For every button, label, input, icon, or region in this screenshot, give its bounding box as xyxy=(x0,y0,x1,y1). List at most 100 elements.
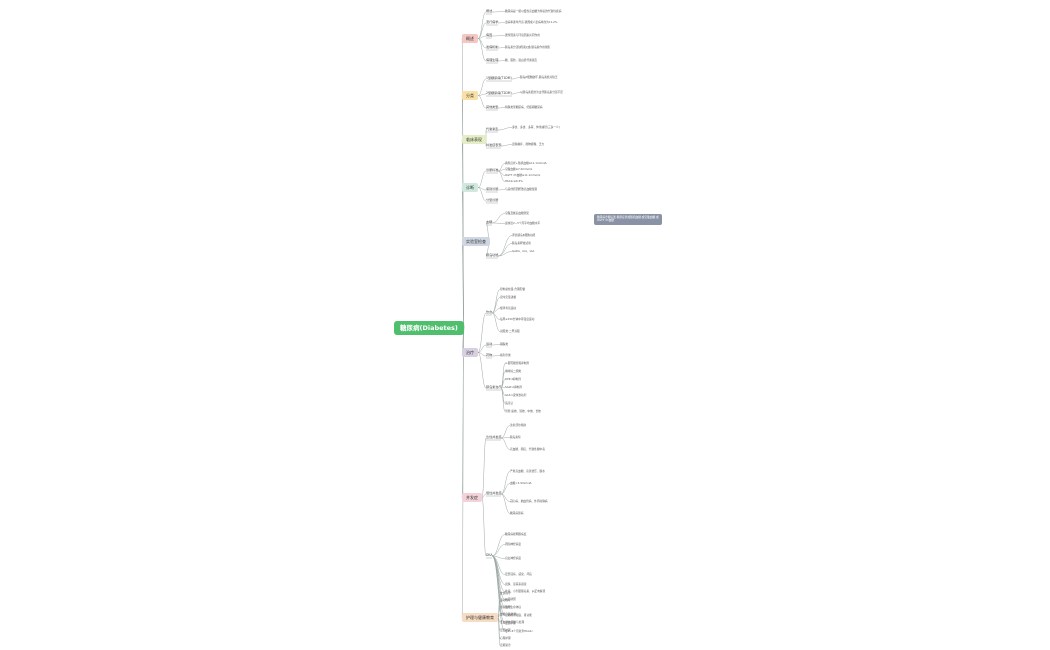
branch-b3[interactable]: 临床表现 xyxy=(462,135,486,144)
leaf-item[interactable]: 控制总热量,合理配餐 xyxy=(500,287,526,291)
leaf-item[interactable]: 双胍类:二甲双胍 xyxy=(500,329,520,333)
leaf-item[interactable]: HbA1c≥6.5% xyxy=(505,179,523,183)
leaf-item[interactable]: 多饮、多食、多尿、体重减轻(三多一少) xyxy=(512,125,560,129)
leaf-item[interactable]: 高血糖、酮症、代谢性酸中毒 xyxy=(510,447,545,451)
leaf-item[interactable]: 监测生命体征 xyxy=(505,605,522,609)
leaf-item[interactable]: 纠正诱因 xyxy=(505,597,516,601)
branch-b5[interactable]: 实验室检查 xyxy=(462,237,490,246)
leaf-item[interactable]: 血糖自我监测 xyxy=(500,612,517,616)
leaf-item[interactable]: 皮肤瘙痒、视物模糊、乏力 xyxy=(512,142,545,146)
leaf-item[interactable]: 糖尿病肾病 xyxy=(510,511,524,515)
leaf-item[interactable]: 胰岛素分泌缺陷和(或)胰岛素作用缺陷 xyxy=(505,45,551,49)
leaf-item[interactable]: 规律有氧运动 xyxy=(500,306,517,310)
branch-b8[interactable]: 护理与健康教育 xyxy=(462,613,498,622)
leaf-item[interactable]: 空腹及餐后血糖测定 xyxy=(505,211,530,215)
topic-b2s3[interactable]: 其他类型 xyxy=(486,105,499,109)
leaf-item[interactable]: 注射部位轮换 xyxy=(510,423,527,427)
topic-b4s3[interactable]: 分型诊断 xyxy=(486,198,499,202)
leaf-item[interactable]: DPP-4抑制剂 xyxy=(505,377,521,381)
leaf-item[interactable]: 足部护理 xyxy=(500,628,511,632)
topic-b4s1[interactable]: 诊断标准 xyxy=(486,168,499,172)
leaf-item[interactable]: 定期检查眼底、肾功能 xyxy=(505,613,532,617)
link-leaf-3 xyxy=(497,47,506,49)
leaf-item[interactable]: 定时定量进餐 xyxy=(500,295,517,299)
leaf-item[interactable]: 空腹血糖≥7.0mmol/L xyxy=(505,167,533,171)
leaf-item[interactable]: 饮食指导 xyxy=(500,591,511,595)
leaf-item[interactable]: 皮肤、泌尿系感染 xyxy=(505,582,527,586)
leaf-item[interactable]: 典型症状+随机血糖≥11.1mmol/L xyxy=(505,161,548,165)
leaf-item[interactable]: 适应证 xyxy=(505,401,514,405)
leaf-item[interactable]: 剂型:速效、短效、中效、长效 xyxy=(505,409,541,413)
leaf-item[interactable]: 严重高血糖、高渗透压、脱水 xyxy=(510,469,545,473)
root-topic[interactable]: 糖尿病(Diabetes) xyxy=(394,321,464,336)
leaf-item[interactable]: 自主神经病变 xyxy=(505,556,522,560)
topic-b7s1[interactable]: 急性并发症 xyxy=(486,435,502,439)
topic-b5s1[interactable]: 血糖 xyxy=(486,220,493,224)
leaf-item[interactable]: 磺脲类 xyxy=(500,342,509,346)
leaf-item[interactable]: 冠心病、脑血管病、外周动脉病 xyxy=(510,499,548,503)
topic-b2s2[interactable]: 2型糖尿病(T2DM) xyxy=(486,91,512,95)
branch-b1[interactable]: 概述 xyxy=(462,34,478,43)
leaf-item[interactable]: 以胰岛素抵抗为主伴胰岛素分泌不足 xyxy=(520,90,563,94)
leaf-item[interactable]: 周围神经病变 xyxy=(505,542,522,546)
leaf-item[interactable]: 与其他原因所致高血糖鉴别 xyxy=(505,187,538,191)
leaf-item[interactable]: 特殊类型糖尿病、妊娠期糖尿病 xyxy=(505,105,543,109)
topic-b7s2[interactable]: 慢性并发症 xyxy=(486,491,502,495)
link-b1s2 xyxy=(477,22,487,39)
topic-b7s3[interactable]: DKA xyxy=(486,553,493,557)
leaf-item[interactable]: 糖尿病视网膜病变 xyxy=(505,532,527,536)
topic-b1s2[interactable]: 流行病学 xyxy=(486,20,499,24)
topic-b1s4[interactable]: 发病机制 xyxy=(486,45,499,49)
leaf-item[interactable]: 足部溃疡、感染、坏疽 xyxy=(505,572,532,576)
callout-note[interactable]: 糖尿病诊断标准:典型症状加随机血糖,或空腹血糖,或OGTT 2h血糖 xyxy=(594,214,662,225)
topic-b1s5[interactable]: 病理生理 xyxy=(486,58,499,62)
leaf-item[interactable]: GLP-1受体激动剂 xyxy=(505,393,527,397)
topic-b3s2[interactable]: 并发症表现 xyxy=(486,143,502,147)
leaf-item[interactable]: 低血糖的预防与处理 xyxy=(500,620,525,624)
leaf-item[interactable]: 反映近2~3个月平均血糖水平 xyxy=(505,221,541,225)
branch-b2[interactable]: 分类 xyxy=(462,91,478,100)
topic-b1s3[interactable]: 病因 xyxy=(486,33,493,37)
leaf-item[interactable]: 格列奈类 xyxy=(500,353,511,357)
branch-b4[interactable]: 诊断 xyxy=(462,183,478,192)
leaf-item[interactable]: 胰岛素释放试验 xyxy=(512,241,531,245)
leaf-item[interactable]: 定期复诊 xyxy=(500,643,511,647)
link-b6s4 xyxy=(477,352,487,389)
leaf-item[interactable]: GADA、ICA、IAA xyxy=(512,249,535,253)
leaf-item[interactable]: 胰岛素泵 xyxy=(510,435,521,439)
branch-b7[interactable]: 并发症 xyxy=(462,493,482,502)
leaf-item[interactable]: 每3~6个月复查HbA1c xyxy=(505,629,533,633)
leaf-item[interactable]: 用药指导 xyxy=(500,605,511,609)
topic-b6s2[interactable]: 运动 xyxy=(486,342,493,346)
leaf-item[interactable]: SGLT-2抑制剂 xyxy=(505,385,523,389)
leaf-item[interactable]: 糖、脂肪、蛋白质代谢紊乱 xyxy=(505,58,538,62)
leaf-item[interactable]: 胰岛β细胞破坏,胰岛素绝对缺乏 xyxy=(520,75,558,79)
leaf-item[interactable]: OGTT 2h血糖≥11.1mmol/L xyxy=(505,173,541,177)
topic-b1s1[interactable]: 概述 xyxy=(486,9,493,13)
leaf-item[interactable]: 心理护理 xyxy=(500,636,511,640)
topic-b3s1[interactable]: 代谢紊乱 xyxy=(486,127,499,131)
leaf-item[interactable]: 每周≥150分钟中等强度运动 xyxy=(500,317,535,321)
link-leaf-26 xyxy=(491,355,501,357)
leaf-item[interactable]: 血糖<3.9mmol/L xyxy=(510,481,532,485)
leaf-item[interactable]: 足部护理 xyxy=(505,621,516,625)
link-b7s2 xyxy=(481,493,487,498)
topic-b6s1[interactable]: 饮食 xyxy=(486,310,493,314)
topic-b6s3[interactable]: 药物 xyxy=(486,353,493,357)
leaf-item[interactable]: 患病率逐年升高,我国成人患病率约为11.2% xyxy=(505,20,558,24)
leaf-item[interactable]: 遗传因素与环境因素共同作用 xyxy=(505,33,540,37)
topic-b5s2[interactable]: 胰岛功能 xyxy=(486,253,499,257)
leaf-item[interactable]: 补液、小剂量胰岛素、纠正电解质 xyxy=(505,589,546,593)
leaf-item[interactable]: 噻唑烷二酮类 xyxy=(505,369,522,373)
topic-b6s4[interactable]: 胰岛素治疗 xyxy=(486,385,502,389)
leaf-item[interactable]: 糖尿病是一组以慢性高血糖为特征的代谢性疾病 xyxy=(505,9,562,13)
leaf-item[interactable]: 运动指导 xyxy=(500,598,511,602)
link-leaf-7 xyxy=(497,107,506,109)
leaf-item[interactable]: α-葡萄糖苷酶抑制剂 xyxy=(505,361,530,365)
topic-b2s1[interactable]: 1型糖尿病(T1DM) xyxy=(486,76,512,80)
link-leaf-11 xyxy=(497,169,506,172)
leaf-item[interactable]: 评估胰岛β细胞功能 xyxy=(512,233,536,237)
branch-b6[interactable]: 治疗 xyxy=(462,348,478,357)
topic-b4s2[interactable]: 鉴别诊断 xyxy=(486,187,499,191)
